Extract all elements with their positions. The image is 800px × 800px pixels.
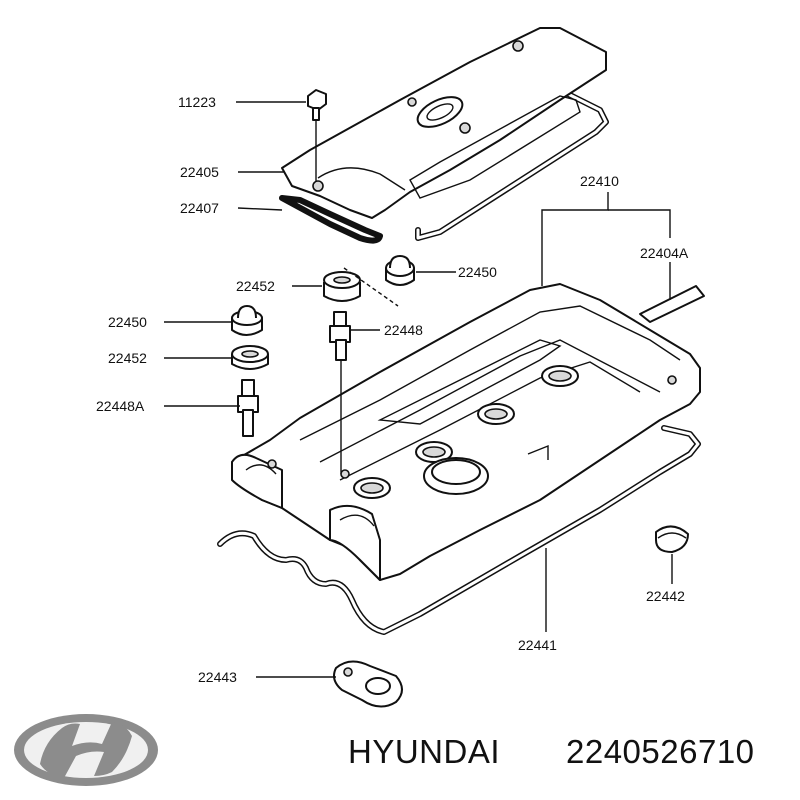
washer-22452-upper — [323, 271, 361, 302]
label-22450-upper: 22450 — [458, 264, 497, 280]
caption-part-number: 2240526710 — [566, 733, 755, 770]
bolt-11223 — [307, 89, 327, 182]
valve-cover-gasket-22441 — [217, 425, 701, 635]
valve-cover-22410 — [231, 283, 705, 581]
label-22448: 22448 — [384, 322, 423, 338]
label-22443: 22443 — [198, 669, 237, 685]
cover-gasket-22407-left — [279, 195, 383, 244]
label-22441: 22441 — [518, 637, 557, 653]
label-22410: 22410 — [580, 173, 619, 189]
label-22404A: 22404A — [640, 245, 689, 261]
leader-22410-branch — [608, 209, 671, 238]
cap-nut-22450-upper — [385, 255, 415, 286]
cap-nut-22450-left — [231, 305, 263, 336]
washer-22452-left — [231, 345, 269, 370]
label-22442: 22442 — [646, 588, 685, 604]
label-11223: 11223 — [178, 94, 216, 110]
label-22450-left: 22450 — [108, 314, 147, 330]
cover-bolt-hole — [312, 180, 324, 192]
cover-bolt-hole — [407, 97, 417, 107]
hyundai-logo-icon — [14, 714, 158, 786]
engine-cover-22405 — [279, 27, 609, 244]
cover-bolt-hole — [512, 40, 524, 52]
label-22448A: 22448A — [96, 398, 145, 414]
breather-pipe-22404A — [639, 285, 705, 323]
label-22452-left: 22452 — [108, 350, 147, 366]
cover-stud-hole — [340, 469, 350, 479]
cover-bolt-hole — [459, 122, 471, 134]
stud-22448 — [329, 311, 351, 474]
label-22407: 22407 — [180, 200, 219, 216]
half-moon-seal-22442 — [655, 525, 689, 553]
stud-22448A — [237, 379, 259, 437]
label-22452-upper: 22452 — [236, 278, 275, 294]
leader-22410 — [541, 192, 609, 286]
valve-cover-body — [231, 283, 701, 581]
caption-brand: HYUNDAI — [348, 733, 500, 770]
leader-22407 — [237, 207, 283, 211]
seal-washer-22443 — [333, 660, 403, 708]
label-22405: 22405 — [180, 164, 219, 180]
